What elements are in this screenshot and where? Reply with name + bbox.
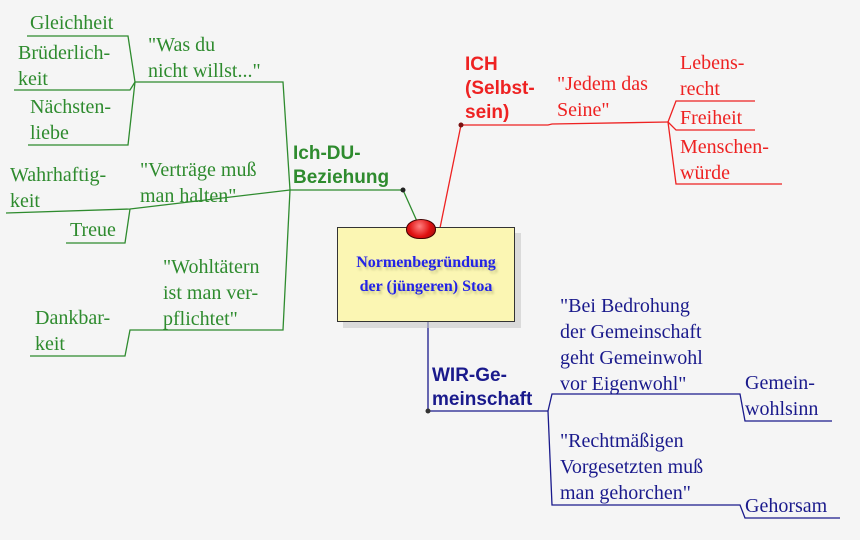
pin-icon (406, 219, 436, 239)
leaf-treue[interactable]: Treue (70, 219, 116, 241)
leaf-gemeinwohlsinn[interactable]: Gemein-wohlsinn (745, 372, 819, 420)
leaf-bruederlichkeit[interactable]: Brüderlich-keit (18, 42, 111, 90)
leaf-dankbarkeit[interactable]: Dankbar-keit (35, 307, 111, 355)
branch-ich-du-title[interactable]: Ich-DU-Beziehung (293, 143, 390, 188)
leaf-freiheit[interactable]: Freiheit (680, 107, 743, 129)
leaf-gehorsam[interactable]: Gehorsam (745, 495, 828, 517)
leaf-gleichheit[interactable]: Gleichheit (30, 12, 114, 34)
central-node[interactable]: Normenbegründung der (jüngeren) Stoa (337, 227, 515, 322)
branch-wir-title[interactable]: WIR-Ge-meinschaft (432, 365, 533, 410)
branch-ich-title[interactable]: ICH(Selbst-sein) (465, 54, 535, 123)
leaf-menschenwuerde[interactable]: Menschen-würde (680, 136, 769, 184)
central-node-line-2: der (jüngeren) Stoa (359, 277, 493, 295)
leaf-wahrhaftigkeit[interactable]: Wahrhaftig-keit (10, 164, 107, 212)
leaf-lebensrecht[interactable]: Lebens-recht (680, 52, 745, 100)
central-node-line-1: Normenbegründung (356, 253, 496, 271)
leaf-naechstenliebe[interactable]: Nächsten-liebe (30, 96, 112, 144)
